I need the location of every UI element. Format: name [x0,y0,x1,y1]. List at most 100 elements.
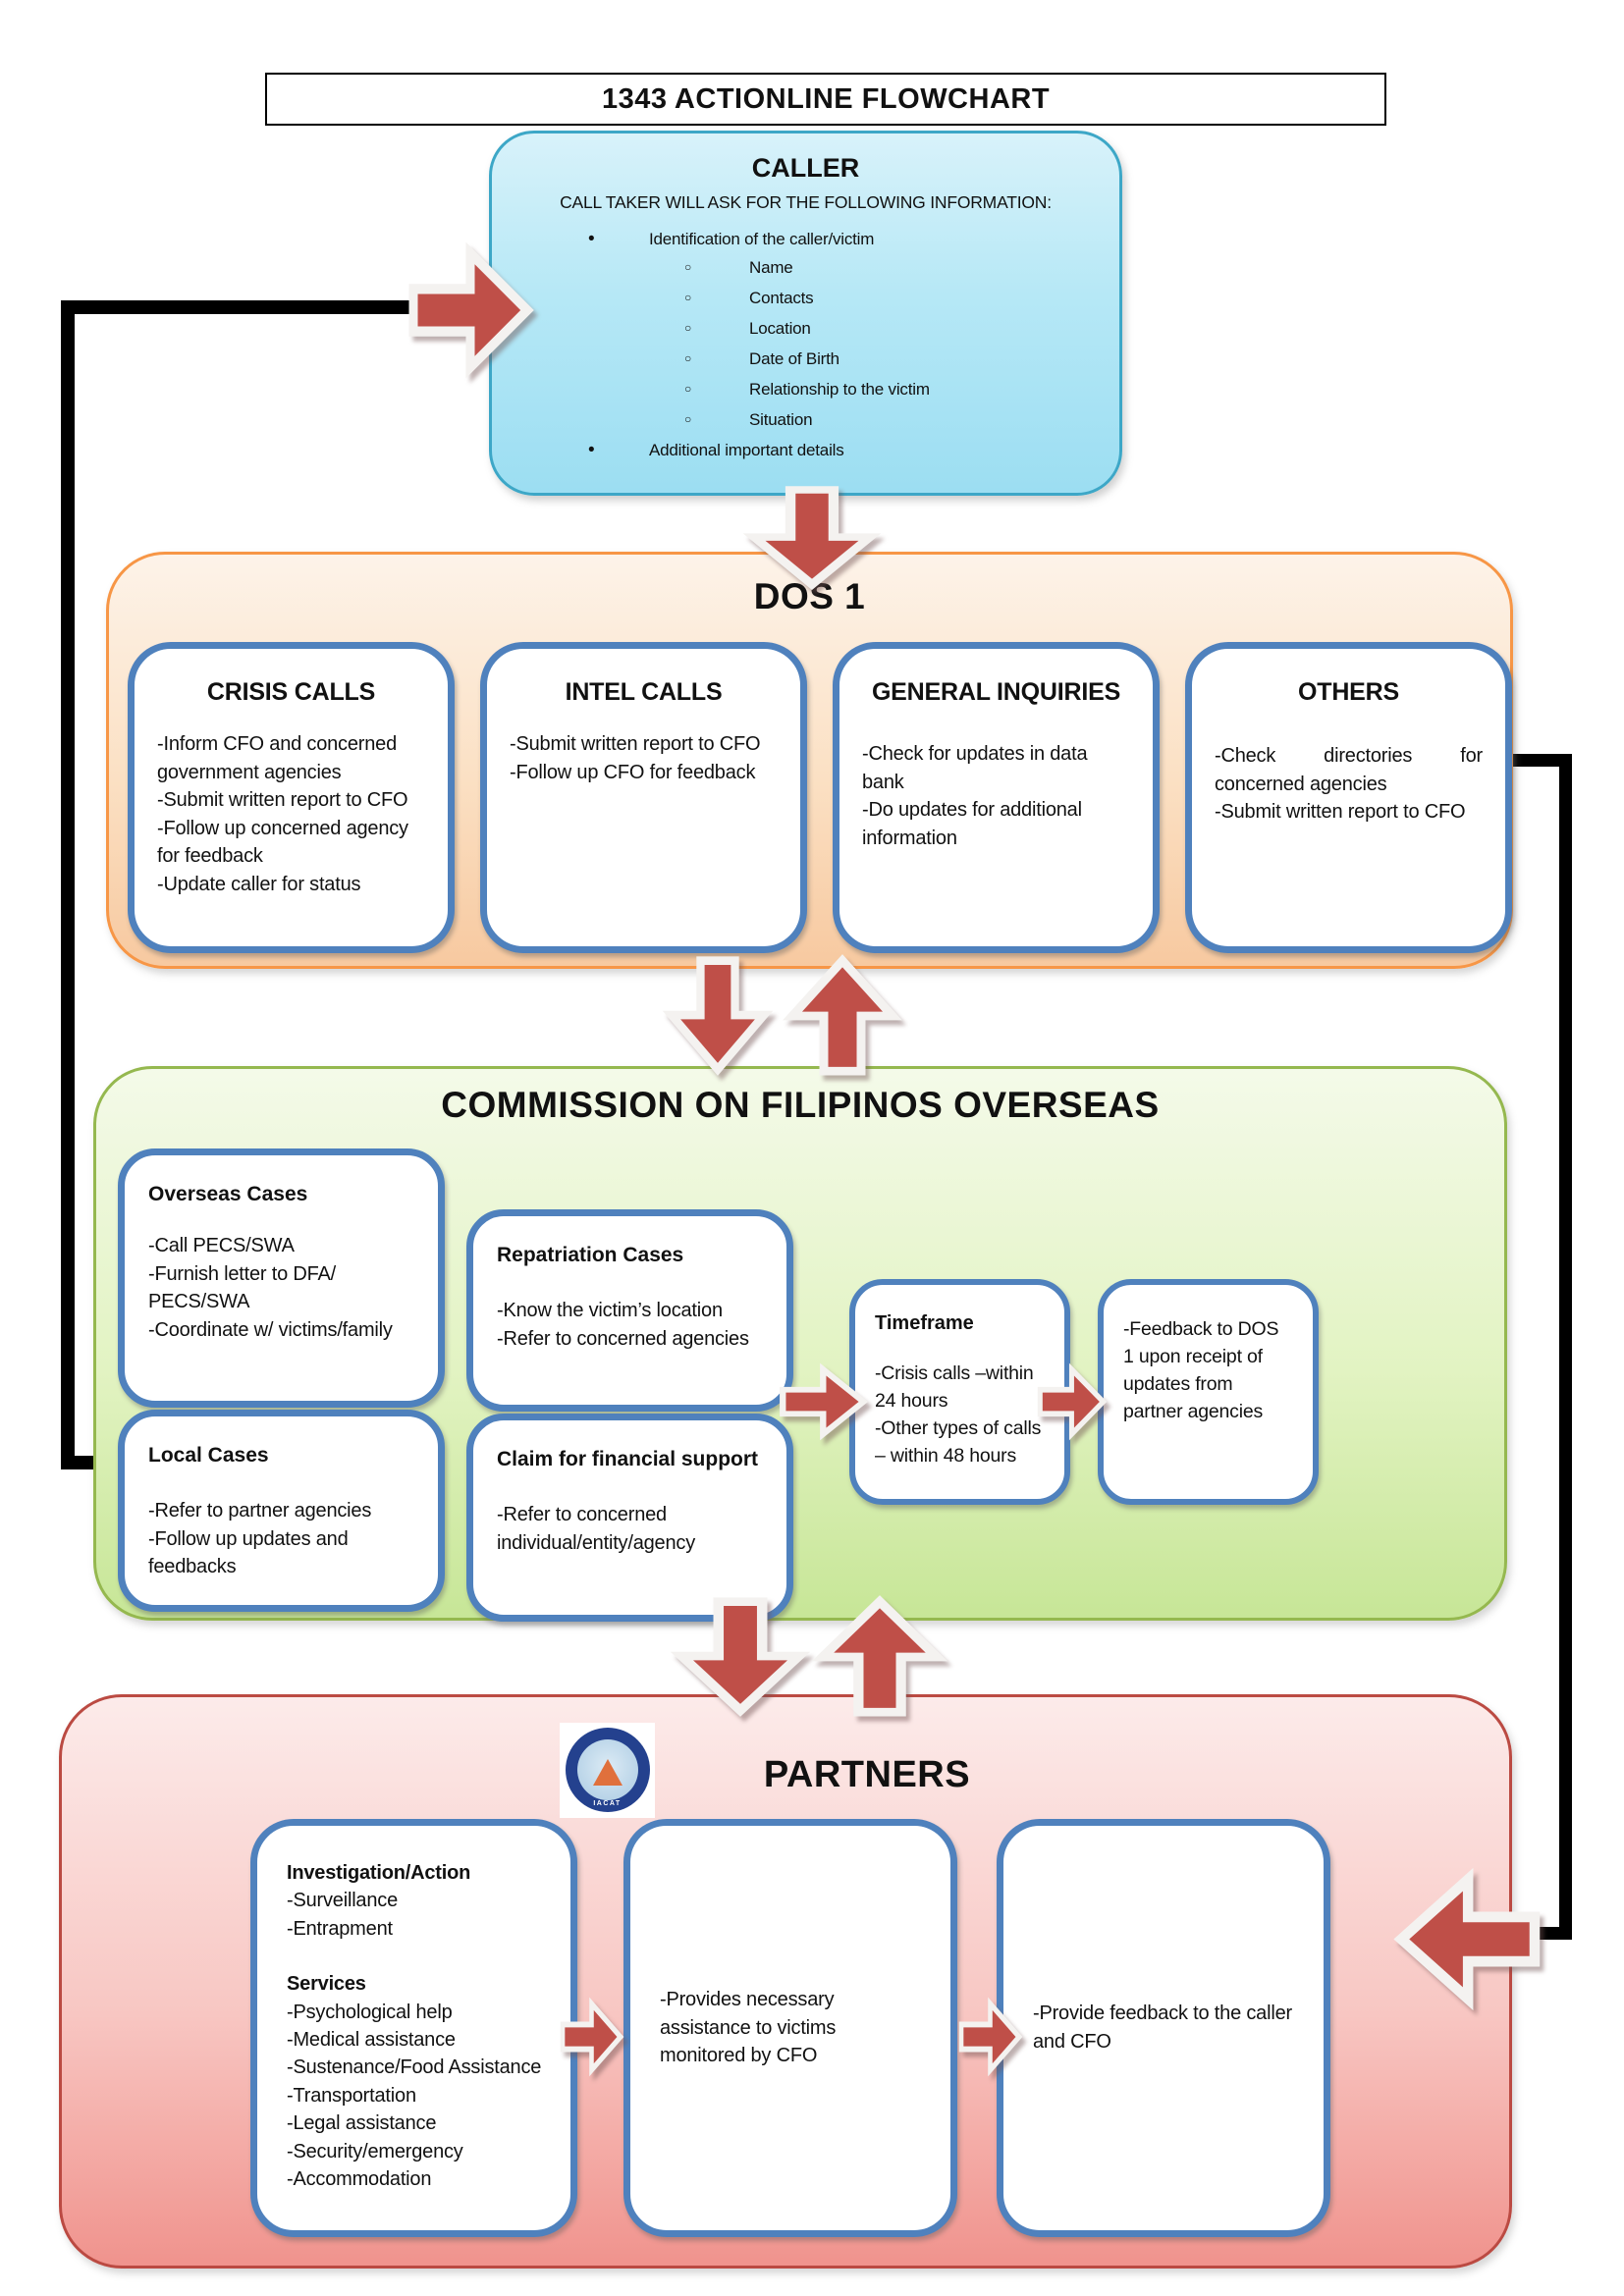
flow-arrow-cfo-to-partners [670,1597,811,1717]
spacer [287,1943,570,1970]
box-line: -Inform CFO and concerned government age… [157,733,397,783]
flow-arrow-dos1-to-cfo [662,956,774,1076]
box-line: -Coordinate w/ victims/family [148,1318,393,1341]
box-line: -Check directories for concerned agencie… [1215,745,1483,795]
box-line: -Submit written report to CFO [510,733,761,755]
box-line: -Sustenance/Food Assistance [287,2056,542,2079]
list-item: Additional important details [492,436,1119,464]
box-line: -Feedback to DOS 1 upon receipt of updat… [1123,1318,1279,1422]
box-line: -Know the victim’s location [497,1300,723,1321]
iacat-logo-text: IACAT [593,1800,622,1807]
caller-bullet-list: Identification of the caller/victim Name… [492,225,1119,464]
box-body: Investigation/Action -Surveillance -Entr… [257,1826,570,2193]
box-title: OTHERS [1298,678,1399,706]
partners-title: PARTNERS [763,1754,971,1795]
local-cases-box: Local Cases -Refer to partner agencies -… [118,1410,445,1612]
circle-bullet-icon [684,314,749,345]
box-line: -Surveillance [287,1890,399,1912]
box-line: -Security/emergency [287,2140,463,2163]
box-title: Investigation/Action [287,1862,471,1884]
flow-arrow-partners-to-cfo [811,1595,948,1717]
box-line: -Refer to concerned agencies [497,1327,749,1350]
flow-arrow-assistance-to-feedback [958,1997,1023,2077]
box-body: -Check for updates in data bank -Do upda… [839,740,1153,852]
box-line: -Psychological help [287,2001,453,2023]
cfo-feedback-box: -Feedback to DOS 1 upon receipt of updat… [1098,1279,1319,1505]
box-line: -Medical assistance [287,2028,456,2051]
left-connector-vertical [61,300,75,1469]
box-title: GENERAL INQUIRIES [871,678,1121,706]
box-line: -Submit written report to CFO [1215,801,1466,824]
flow-arrow-timeframe-to-feedback [1037,1362,1108,1441]
box-body: -Provide feedback to the caller and CFO [1003,1826,1324,2230]
box-body: -Refer to partner agencies -Follow up up… [125,1497,438,1581]
crisis-calls-box: CRISIS CALLS -Inform CFO and concerned g… [128,642,455,953]
circle-bullet-icon [684,375,749,405]
right-connector-vertical [1559,754,1572,1940]
caller-subtitle: CALL TAKER WILL ASK FOR THE FOLLOWING IN… [560,192,1052,212]
assistance-box: -Provides necessary assistance to victim… [623,1819,957,2237]
financial-claim-box: Claim for financial support -Refer to co… [466,1414,793,1622]
box-body: -Call PECS/SWA -Furnish letter to DFA/ P… [125,1232,438,1344]
box-line: -Transportation [287,2084,416,2107]
intel-calls-box: INTEL CALLS -Submit written report to CF… [480,642,807,953]
page-title: 1343 ACTIONLINE FLOWCHART [265,73,1386,126]
timeframe-box: Timeframe -Crisis calls –within 24 hours… [849,1279,1070,1505]
box-line: -Follow up CFO for feedback [510,761,756,783]
box-line: -Accommodation [287,2167,432,2190]
box-line: -Entrapment [287,1917,393,1940]
box-line: -Furnish letter to DFA/ PECS/SWA [148,1262,337,1313]
iacat-logo: IACAT [560,1723,655,1818]
left-connector-top [61,300,424,314]
investigation-box: Investigation/Action -Surveillance -Entr… [250,1819,577,2237]
box-line: -Follow up updates and feedbacks [148,1527,349,1578]
box-body: -Check directories for concerned agencie… [1192,742,1505,827]
flow-arrow-cases-to-timeframe [780,1362,869,1441]
cfo-title: COMMISSION ON FILIPINOS OVERSEAS [441,1085,1160,1125]
box-body: -Feedback to DOS 1 upon receipt of updat… [1104,1316,1313,1426]
list-item: Identification of the caller/victim [492,225,1119,253]
box-title: Timeframe [875,1312,974,1334]
box-body: -Provides necessary assistance to victim… [630,1826,950,2230]
caller-box: CALLER CALL TAKER WILL ASK FOR THE FOLLO… [489,131,1122,496]
page-title-text: 1343 ACTIONLINE FLOWCHART [601,82,1051,115]
box-line: -Crisis calls –within 24 hours [875,1362,1034,1412]
box-title: Local Cases [148,1444,269,1467]
box-body: -Inform CFO and concerned government age… [135,730,448,899]
box-line: -Call PECS/SWA [148,1235,295,1256]
box-body: -Know the victim’s location -Refer to co… [473,1297,786,1353]
flow-arrow-caller-to-dos1 [742,486,882,591]
box-line: -Legal assistance [287,2112,437,2135]
box-line: -Provide feedback to the caller and CFO [1033,2002,1292,2053]
box-body: -Refer to concerned individual/entity/ag… [473,1501,786,1557]
partner-feedback-box: -Provide feedback to the caller and CFO [997,1819,1330,2237]
iacat-logo-globe [576,1739,638,1800]
bullet-icon [588,436,649,464]
box-line: -Update caller for status [157,873,361,895]
box-title: CRISIS CALLS [206,678,376,706]
list-item: Date of Birth [492,345,1119,375]
circle-bullet-icon [684,345,749,375]
right-connector-top [1513,754,1572,767]
box-body: -Crisis calls –within 24 hours -Other ty… [855,1361,1064,1470]
repatriation-cases-box: Repatriation Cases -Know the victim’s lo… [466,1209,793,1412]
box-body: -Submit written report to CFO -Follow up… [487,730,800,786]
circle-bullet-icon [684,253,749,284]
caller-title: CALLER [751,153,860,183]
box-line: -Check for updates in data bank [862,743,1088,793]
list-item: Name [492,253,1119,284]
bullet-icon [588,225,649,253]
box-line: -Submit written report to CFO [157,789,408,812]
box-title: INTEL CALLS [565,678,723,706]
overseas-cases-box: Overseas Cases -Call PECS/SWA -Furnish l… [118,1148,445,1408]
iacat-logo-emblem [592,1759,623,1786]
flow-arrow-investigation-to-assistance [560,1997,624,2077]
box-line: -Do updates for additional information [862,799,1082,849]
flow-arrow-cfo-to-dos1 [783,954,902,1076]
circle-bullet-icon [684,284,749,314]
box-title: Services [287,1973,366,1996]
list-item: Situation [492,405,1119,436]
box-line: -Refer to concerned individual/entity/ag… [497,1504,695,1554]
box-line: -Refer to partner agencies [148,1500,372,1522]
